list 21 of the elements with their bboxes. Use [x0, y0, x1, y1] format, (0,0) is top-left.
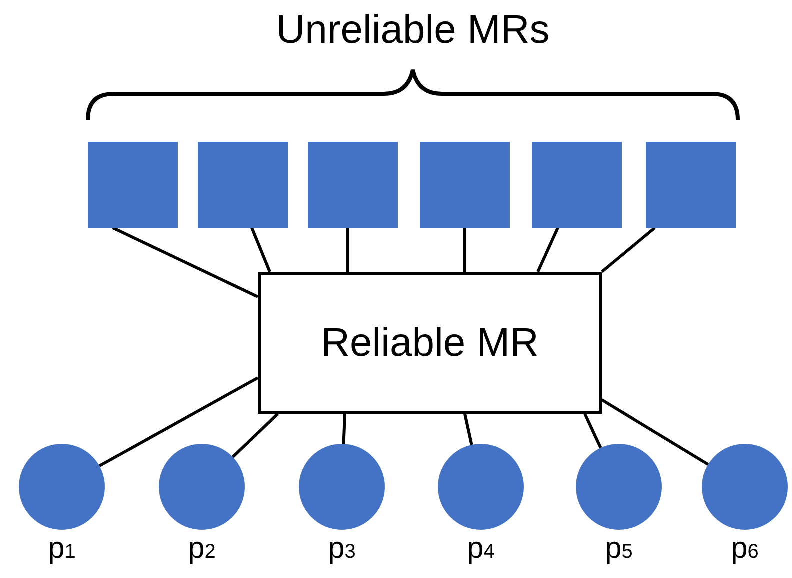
connector-line	[584, 413, 602, 449]
connector-line	[464, 414, 474, 446]
node-label: Reliable MR	[321, 320, 539, 367]
square-node	[420, 142, 510, 228]
connector-line	[232, 412, 280, 458]
square-node	[532, 142, 622, 228]
square-node	[198, 142, 288, 228]
connector-line	[342, 414, 346, 444]
connector-line	[250, 227, 272, 273]
square-node	[308, 142, 398, 228]
connector-line	[346, 228, 350, 272]
square-node	[88, 142, 178, 228]
diagram-title: Unreliable MRs	[275, 7, 551, 54]
connector-line	[98, 376, 259, 468]
connector-line	[601, 226, 656, 274]
connector-line	[464, 228, 466, 272]
square-node	[646, 142, 736, 228]
connector-line	[601, 398, 710, 466]
process-box	[258, 272, 602, 414]
connector-line	[536, 227, 560, 273]
connector-line	[112, 226, 259, 298]
